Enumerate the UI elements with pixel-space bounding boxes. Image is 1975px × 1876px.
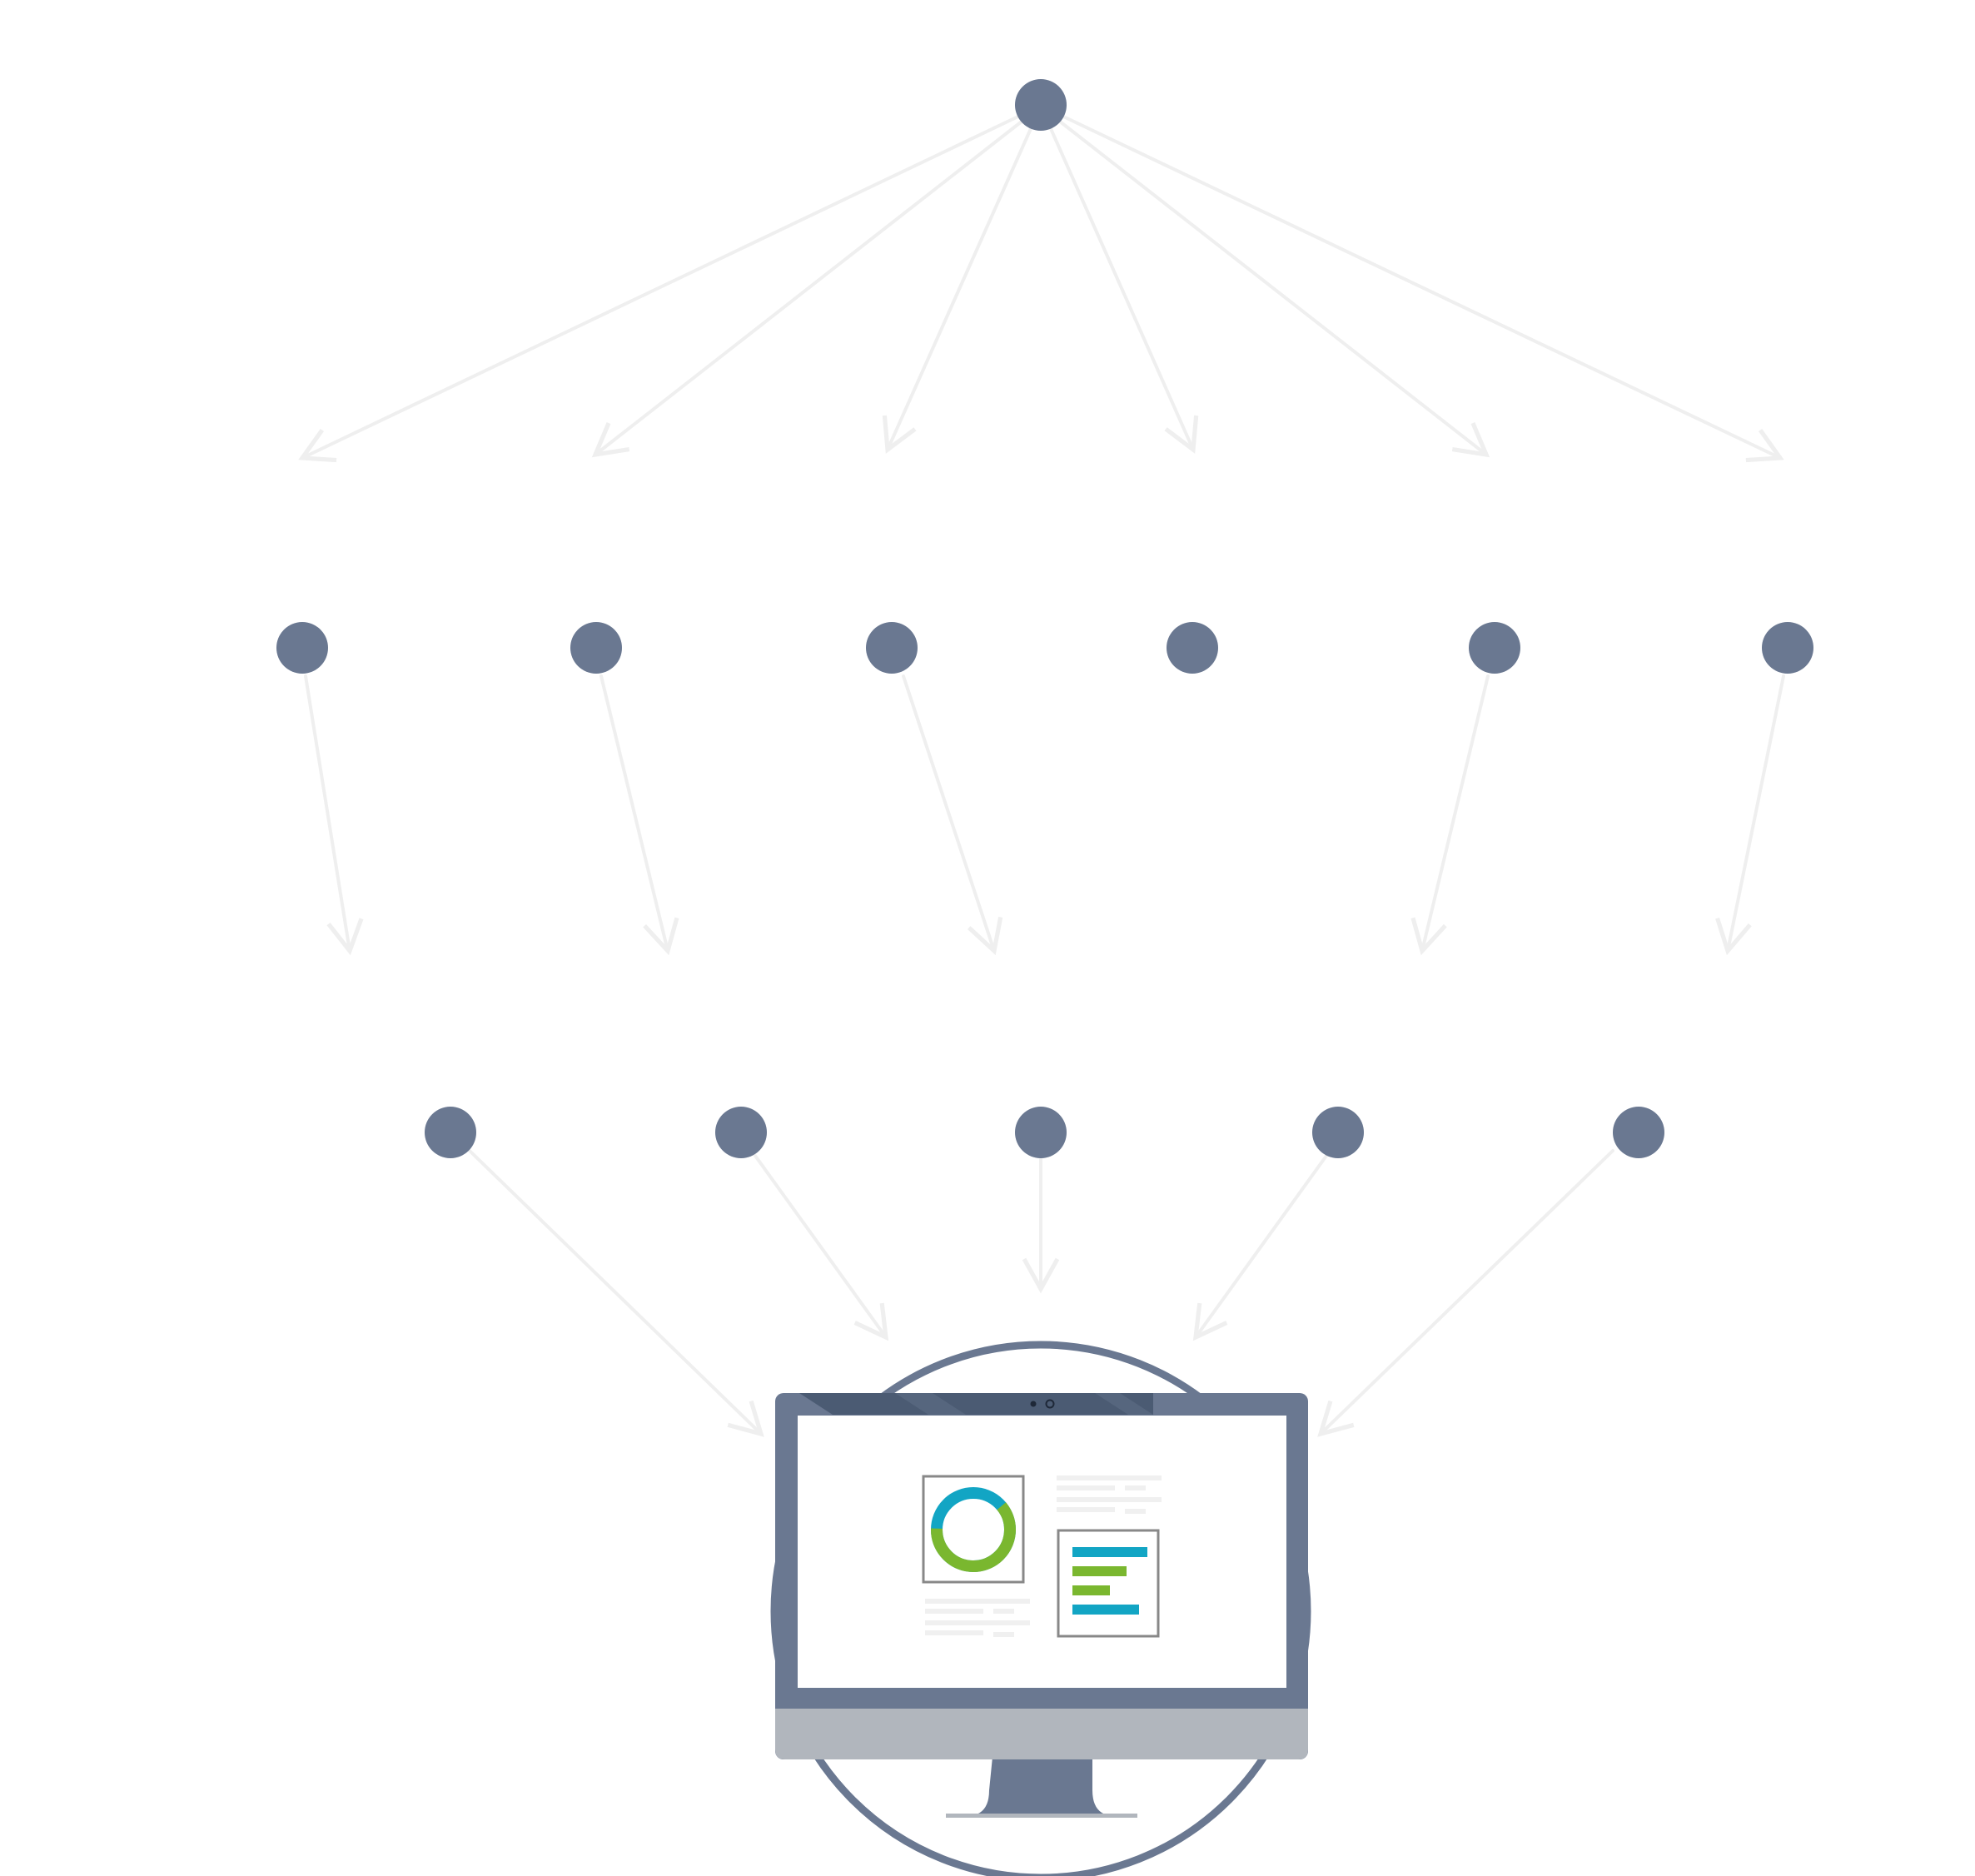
arrow: [306, 676, 350, 951]
nodes: [276, 79, 1813, 1158]
arrow: [1196, 1156, 1326, 1337]
tier3-node-5: [1613, 1107, 1664, 1158]
root-node: [1015, 79, 1067, 131]
arrow: [888, 125, 1032, 450]
bar: [1072, 1566, 1127, 1576]
monitor-chin: [775, 1709, 1308, 1759]
arrow: [1058, 114, 1780, 458]
arrow: [903, 676, 994, 951]
monitor-stand: [974, 1757, 1107, 1815]
tier3-node-4: [1312, 1107, 1364, 1158]
monitor-base: [946, 1814, 1137, 1818]
arrow: [755, 1156, 886, 1337]
tier2-node-1: [276, 622, 328, 674]
tier2-node-2: [570, 622, 622, 674]
arrow: [1321, 1151, 1613, 1434]
bar: [1072, 1585, 1110, 1595]
arrow: [1728, 676, 1783, 951]
tier2-node-6: [1762, 622, 1813, 674]
camera-dot: [1031, 1401, 1037, 1407]
monitor-dashboard-icon: [774, 1345, 1308, 1876]
tier3-node-1: [425, 1107, 476, 1158]
bar-chart-panel: [1058, 1530, 1158, 1636]
tier2-node-5: [1469, 622, 1520, 674]
arrow: [302, 114, 1023, 458]
arrow: [1422, 676, 1488, 951]
arrow: [601, 676, 668, 951]
arrow: [1049, 125, 1193, 450]
tier3-node-2: [715, 1107, 767, 1158]
tier3-node-3: [1015, 1107, 1067, 1158]
monitor-screen: [798, 1416, 1286, 1688]
arrows-tier2-to-tier3: [306, 676, 1783, 951]
arrow: [470, 1151, 761, 1434]
bar: [1072, 1547, 1147, 1557]
arrows-root-to-tier2: [302, 114, 1780, 458]
bar: [1072, 1605, 1139, 1615]
tier2-node-3: [866, 622, 918, 674]
tier2-node-4: [1167, 622, 1218, 674]
